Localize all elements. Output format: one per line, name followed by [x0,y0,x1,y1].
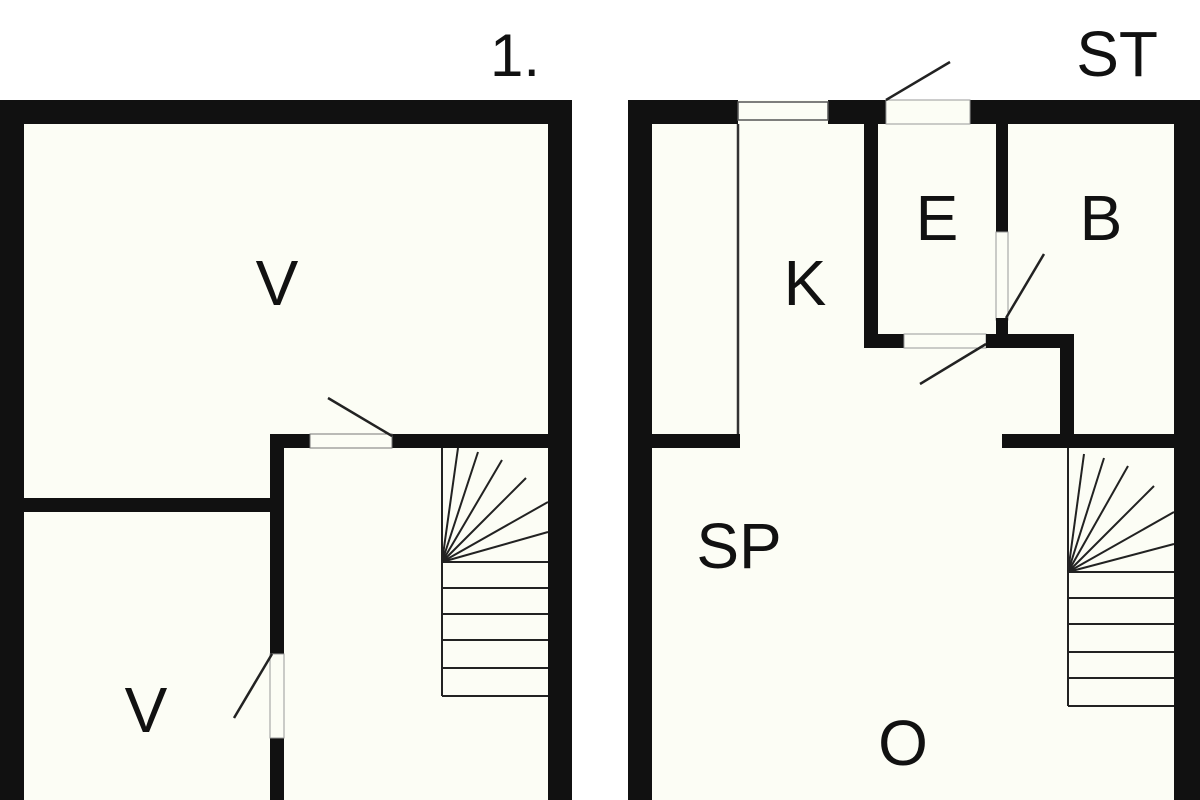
floor-st-entry-door-leaf [919,342,987,386]
floor-1-hall-wall-lower [270,738,284,800]
floor-1-hall-door-frame [309,433,393,449]
floor-1-left-wall [0,100,24,800]
floor-1-top-wall [0,100,572,124]
floor-1-area [0,100,572,800]
floor-1-stairs [441,447,549,697]
floor-1-hall-top-wall-right [392,434,548,448]
floor-st-entry-bottom-wall-left [864,334,904,348]
room-label-upper-left: V [256,247,299,319]
room-label-lower-left: V [125,674,168,746]
floor-1-lower-door-frame [269,653,285,739]
floor-1-divider-wall [24,498,274,512]
floor-1-hall-door-leaf [327,396,393,438]
room-label-bathroom: B [1080,182,1123,254]
room-label-dining: SP [696,510,781,582]
floor-st-entry-left-wall [864,124,878,348]
floor-st-window [737,101,829,121]
floor-st-bath-step-wall [1060,334,1074,448]
room-label-entry: E [916,182,959,254]
floor-st-plan: ST K E B SP O [628,18,1200,800]
floor-st-stairs [1067,448,1175,707]
floor-st-bath-lower-wall [986,334,1074,348]
room-label-living: O [878,707,928,779]
floor-st-area [628,100,1200,800]
floor-st-entry-door-frame [903,333,987,349]
floor-1-plan: 1. V V [0,22,572,800]
floor-st-entry-right-wall-upper [996,124,1008,232]
floor-1-hall-wall-upper [270,434,284,654]
floor-st-front-door-leaf [885,60,951,102]
floor-label-1: 1. [490,22,540,89]
floor-st-top-wall-c [970,100,1200,124]
floor-st-bath-door-frame [995,231,1009,321]
floor-st-right-wall [1174,100,1200,800]
floor-st-front-door-frame [885,99,971,125]
floor-1-lower-door-leaf [232,653,274,719]
floor-st-kitchen-bottom-wall [652,434,740,448]
floor-st-bath-door-leaf [1004,253,1046,319]
floor-st-stairwell-top-wall [1002,434,1174,448]
floor-st-left-wall [628,100,652,800]
floor-1-right-wall [548,100,572,800]
floor-st-top-wall-b [828,100,886,124]
floor-label-st: ST [1076,18,1158,90]
room-label-kitchen: K [784,247,827,319]
